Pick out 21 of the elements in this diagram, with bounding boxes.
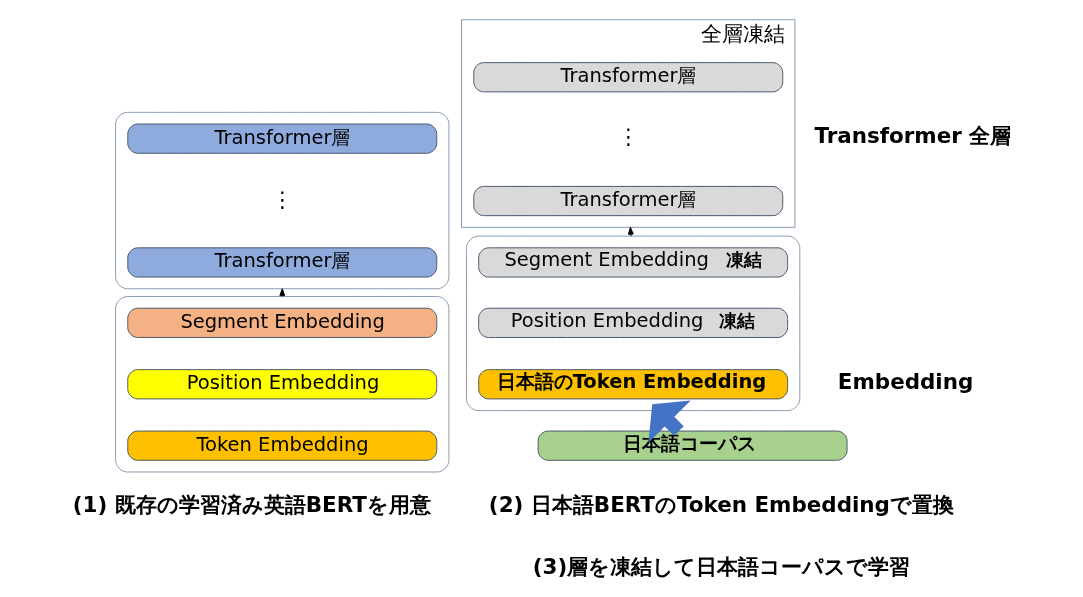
arrow [647, 400, 691, 443]
arrow [278, 288, 285, 298]
label: Transformer 全層 [813, 123, 1011, 149]
node-box: Segment Embedding [126, 307, 437, 338]
label: (1) 既存の学習済み英語BERTを用意 [72, 491, 431, 517]
node-box: 日本語のToken Embedding [477, 369, 788, 400]
label: Embedding [837, 368, 973, 394]
label: (3)層を凍結して日本語コーパスで学習 [532, 553, 910, 579]
node-box: Transformer層 [472, 62, 783, 93]
node-box: Transformer層 [126, 123, 437, 154]
node-box: Transformer層 [472, 185, 783, 217]
node-box: Transformer層 [126, 247, 437, 278]
label: ⋮ [271, 186, 293, 212]
label: (2) 日本語BERTのToken Embeddingで置換 [488, 491, 954, 517]
node-box: Segment Embedding 凍結 [477, 247, 788, 278]
cluster [114, 111, 449, 290]
node-box: Token Embedding [126, 430, 437, 461]
label: ⋮ [617, 124, 639, 150]
node-box: Position Embedding 凍結 [477, 307, 788, 338]
node-box: Position Embedding [126, 369, 437, 400]
arrow [627, 226, 634, 237]
